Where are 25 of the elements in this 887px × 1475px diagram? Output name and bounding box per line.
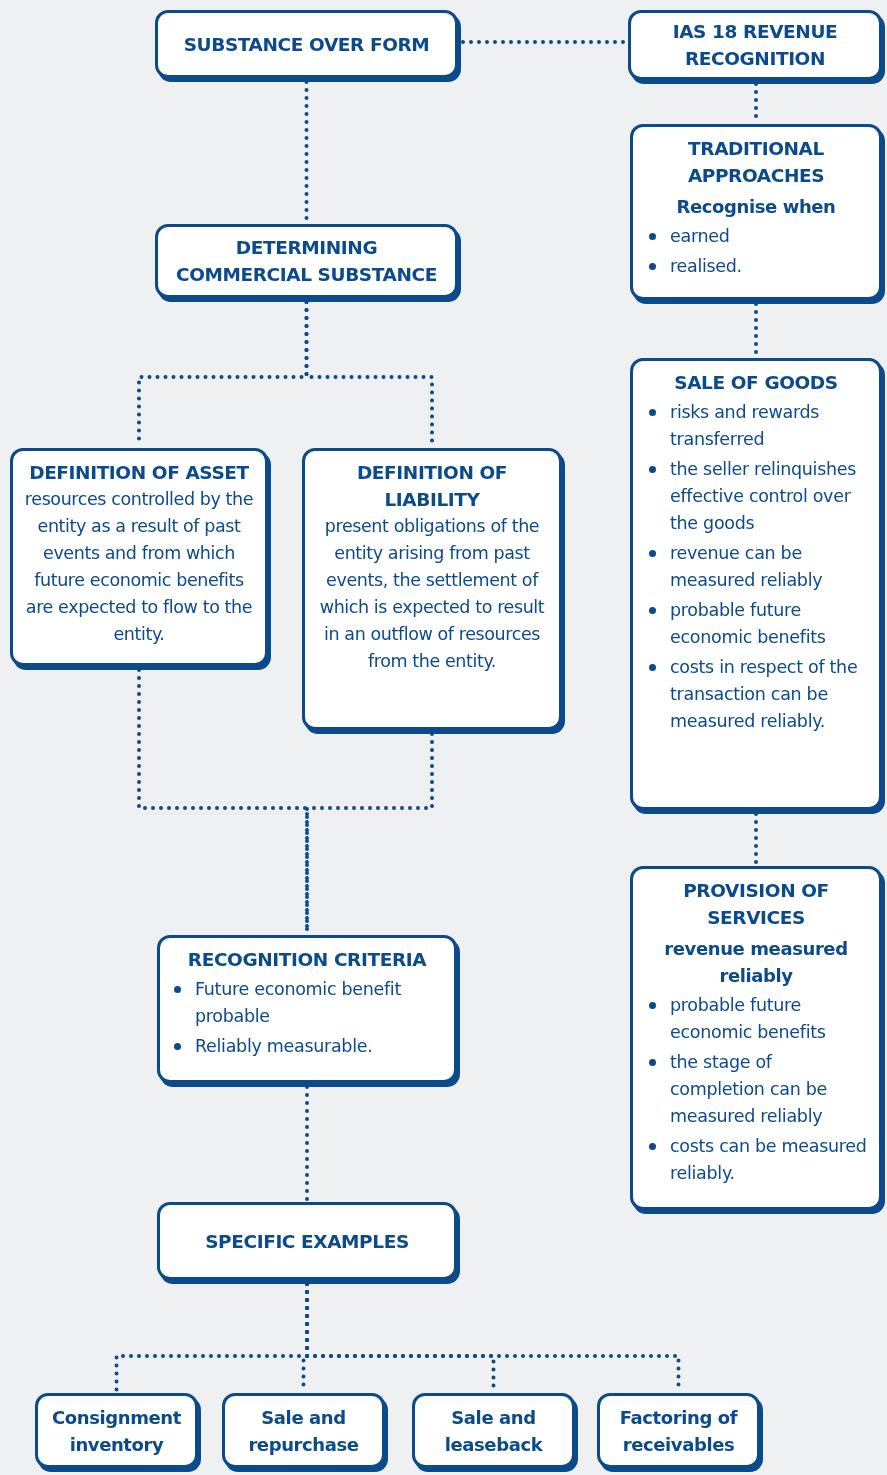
bullet-text: costs in respect of the transaction can be measured reliably. — [670, 656, 859, 733]
box-heading: DETERMINING COMMERCIAL SUBSTANCE — [175, 236, 438, 287]
box-description: resources controlled by the entity as a result of past events and from which future economic benefits are expected to flow to the entity. — [23, 488, 255, 646]
box-heading: SUBSTANCE OVER FORM — [182, 32, 431, 57]
bullet-text: Future economic benefit probable — [195, 978, 402, 1028]
box-heading: RECOGNITION CRITERIA — [186, 948, 428, 972]
bullet-text: earned — [670, 225, 730, 248]
box-subheading: Recognise when — [675, 195, 837, 219]
box-heading: SPECIFIC EXAMPLES — [204, 1229, 410, 1254]
box-heading: IAS 18 REVENUE RECOGNITION — [671, 20, 839, 71]
box-heading: SALE OF GOODS — [673, 371, 839, 395]
box-heading: Consignment inventory — [51, 1405, 182, 1457]
bullet-text: costs can be measured reliably. — [670, 1135, 868, 1185]
dotted-connector — [461, 40, 628, 44]
dotted-connector — [754, 812, 758, 866]
bullet-text: Reliably measurable. — [195, 1035, 373, 1058]
box-heading: DEFINITION OF ASSET — [28, 461, 250, 485]
dotted-connector — [305, 1085, 309, 1202]
box-heading: TRADITIONAL APPROACHES — [686, 137, 826, 188]
box-description: present obligations of the entity arising from past events, the settlement of which is expected to result in an outflow of resources from the entity. — [318, 515, 546, 673]
box-heading: Sale and repurchase — [247, 1405, 360, 1457]
bullet-text: realised. — [670, 255, 742, 278]
box-heading: DEFINITION OF LIABILITY — [355, 461, 509, 512]
box-heading: Factoring of receivables — [618, 1405, 739, 1457]
box-heading: Sale and leaseback — [443, 1405, 544, 1457]
